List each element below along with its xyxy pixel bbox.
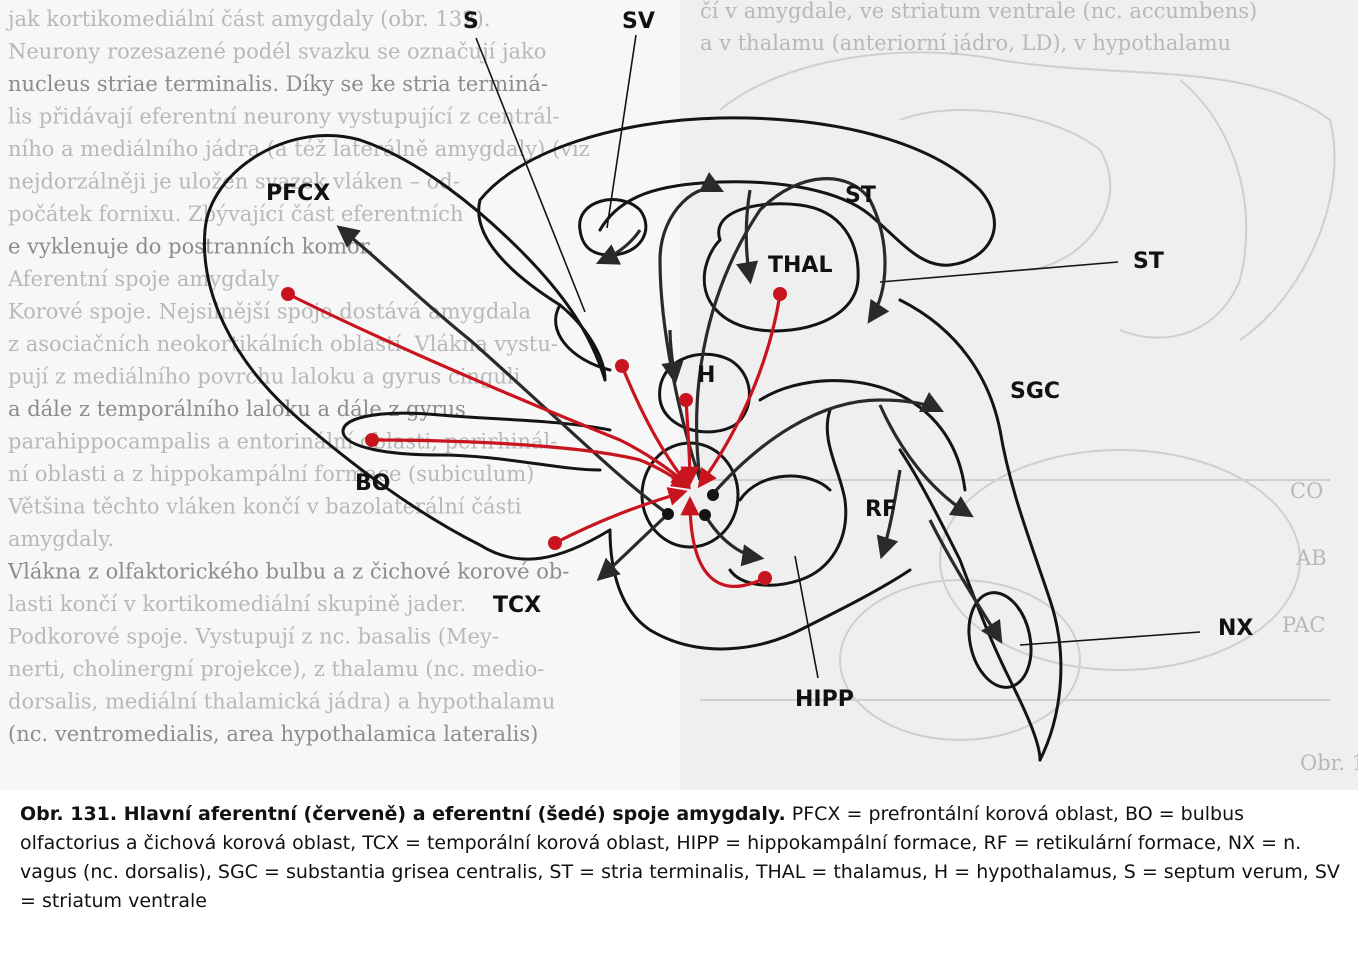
background-text-line: ní oblasti a z hippokampální formace (su…: [8, 462, 534, 486]
label-rf: RF: [865, 497, 897, 522]
afferent-from-bo: [371, 438, 692, 490]
leader-nx: [1019, 631, 1201, 646]
label-thal: THAL: [768, 253, 832, 278]
leader-hipp: [794, 555, 819, 679]
efferent-to-st: [658, 171, 725, 481]
background-brain-sketch: [700, 51, 1336, 741]
origin-dot-amygdala-1: [662, 508, 674, 520]
efferent-to-sgc: [710, 391, 945, 497]
background-text-line: lasti končí v kortikomediální skupině ja…: [8, 592, 466, 616]
background-text-line: lis přidávají eferentní neurony vystupuj…: [8, 105, 560, 129]
label-nx: NX: [1218, 616, 1253, 641]
figure-caption: Obr. 131. Hlavní aferentní (červeně) a e…: [0, 790, 1358, 955]
origin-dot-thal: [773, 287, 787, 301]
origin-dot-pfcx: [281, 287, 295, 301]
efferent-to-rf: [876, 469, 902, 560]
origin-dot-tcx: [548, 536, 562, 550]
background-text-line: ního a mediálního jádra (a též laterálně…: [8, 137, 590, 161]
afferent-pathways: [287, 292, 782, 588]
background-text-line: PAC: [1282, 613, 1325, 637]
background-text-line: e vyklenuje do postranních komor.: [8, 235, 374, 259]
label-st-right: ST: [1133, 249, 1164, 274]
origin-dot-hipp: [758, 571, 772, 585]
background-text-line: amygdaly.: [8, 527, 114, 551]
label-sv: SV: [622, 9, 655, 34]
background-text-line: (nc. ventromedialis, area hypothalamica …: [8, 722, 538, 746]
background-text-line: čí v amygdale, ve striatum ventrale (nc.…: [700, 0, 1257, 23]
background-text-line: AB: [1295, 546, 1327, 570]
background-text-line: a v thalamu (anteriorní jádro, LD), v hy…: [700, 31, 1231, 55]
pathway-origin-dots: [281, 287, 787, 585]
background-text-line: počátek fornixu. Zbývající část eferentn…: [8, 202, 463, 226]
background-text-left: jak kortikomediální část amygdaly (obr. …: [5, 7, 590, 746]
label-hipp: HIPP: [795, 687, 854, 712]
label-st-top: ST: [845, 183, 876, 208]
efferent-to-nx: [928, 519, 1003, 644]
leader-st: [879, 261, 1119, 283]
afferent-from-pfcx: [287, 292, 691, 488]
afferent-from-tcx: [554, 487, 688, 545]
afferent-from-thal: [697, 293, 782, 489]
efferent-to-thal: [736, 189, 759, 285]
efferent-pathways: [336, 171, 1003, 644]
efferent-to-h: [661, 329, 684, 385]
region-labels: S SV PFCX ST ST THAL H SGC BO RF TCX NX …: [266, 9, 1253, 712]
leader-sv: [606, 34, 637, 229]
background-text-line: Podkorové spoje. Vystupují z nc. basalis…: [8, 625, 499, 649]
brain-outline: [202, 116, 1063, 762]
label-bo: BO: [355, 471, 390, 496]
background-text-line: nerti, cholinergní projekce), z thalamu …: [8, 657, 544, 681]
efferent-to-sv: [595, 229, 642, 265]
label-sgc: SGC: [1010, 379, 1060, 404]
background-text-line: jak kortikomediální část amygdaly (obr. …: [5, 7, 490, 31]
background-text-line: CO: [1290, 479, 1323, 503]
background-text-line: Vlákna z olfaktorického bulbu a z čichov…: [7, 560, 569, 584]
label-h: H: [697, 363, 715, 388]
afferent-from-hipp: [680, 496, 766, 588]
label-s: S: [463, 9, 479, 34]
amygdala-connections-diagram: S SV PFCX ST ST THAL H SGC BO RF TCX NX …: [202, 9, 1253, 762]
leader-lines: [475, 34, 1201, 679]
background-text-line: Neurony rozesazené podél svazku se označ…: [8, 40, 546, 64]
label-tcx: TCX: [493, 593, 541, 618]
background-text-line: a dále z temporálního laloku a dále z gy…: [8, 397, 466, 421]
background-text-line: nucleus striae terminalis. Díky se ke st…: [8, 72, 548, 96]
origin-dot-h: [679, 393, 693, 407]
background-text-line: Obr. 130. Poloha a členění amygdaly.: [1300, 751, 1358, 775]
caption-paragraph: Obr. 131. Hlavní aferentní (červeně) a e…: [20, 800, 1340, 916]
efferent-to-brainstem: [878, 404, 974, 518]
caption-body: PFCX = prefrontální korová oblast, BO = …: [20, 803, 1340, 912]
label-pfcx: PFCX: [266, 181, 330, 206]
efferent-to-pfcx: [336, 225, 669, 516]
caption-title: Obr. 131. Hlavní aferentní (červeně) a e…: [20, 803, 786, 825]
background-text-line: Aferentní spoje amygdaly: [7, 267, 279, 291]
leader-s: [475, 37, 586, 313]
afferent-from-s: [620, 365, 691, 488]
efferent-to-hipp: [703, 514, 765, 567]
origin-dot-amygdala-2: [699, 509, 711, 521]
efferent-stria-loop: [695, 177, 890, 481]
origin-dot-bo: [365, 433, 379, 447]
background-text-line: Většina těchto vláken končí v bazolaterá…: [7, 495, 522, 519]
efferent-to-tcx: [596, 512, 670, 581]
origin-dot-amygdala-3: [707, 489, 719, 501]
origin-dot-s: [615, 359, 629, 373]
background-text-line: dorsalis, mediální thalamická jádra) a h…: [8, 690, 555, 714]
afferent-from-h: [680, 399, 700, 486]
